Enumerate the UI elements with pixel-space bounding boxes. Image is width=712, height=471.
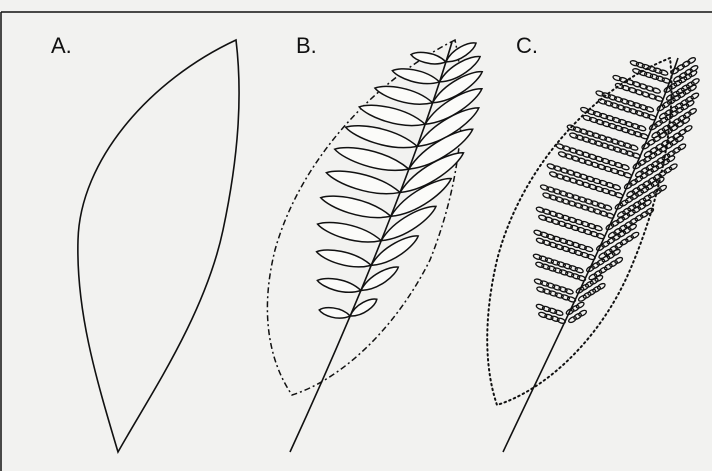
sporangium [536,303,545,310]
leaflet [317,279,361,293]
leaflet [321,196,391,217]
leaflet [346,126,418,148]
sporangium [677,143,686,151]
panel-b-label: B. [296,33,317,58]
leaf-b-leaflets [317,43,483,318]
sporangium [645,207,654,215]
sporangium [542,192,551,199]
sporangium [569,132,578,139]
sporangium [595,90,604,97]
sporangium [558,151,567,158]
panel-c: C. [487,33,700,452]
sporangium [688,70,697,78]
sporangium [688,107,697,115]
sporangium [536,206,545,213]
sporangium [582,114,591,121]
leaflet [392,69,439,84]
leaf-c-sporangia-clusters [533,56,700,324]
leaflet [375,86,433,104]
sporangium [612,74,621,81]
leaflet [317,250,372,267]
sporangium [675,135,684,143]
sporangium [533,253,542,260]
leaflet [335,148,409,171]
sporangium [555,143,564,150]
sporangium [538,311,547,318]
sporangium [536,286,545,293]
leaf-a-outline [78,40,239,452]
panel-a: A. [51,33,239,452]
leaflet [326,171,400,194]
sporangium [538,214,547,221]
sporangium [536,237,545,244]
sporangium [669,163,678,171]
sporangium [687,56,696,64]
sporangium [549,171,558,178]
sporangium [632,68,641,75]
sporangium [683,125,692,133]
sporangium [690,92,699,100]
sporangium [628,223,637,231]
sporangium [533,229,542,236]
sporangium [594,274,603,282]
sporangium [612,248,621,256]
panel-a-label: A. [51,33,72,58]
sporangium [681,117,690,125]
sporangium [535,261,544,268]
leaflet [319,308,350,318]
sporangium [630,231,639,239]
sporangium [580,106,589,113]
sporangium [641,142,650,150]
panel-b: B. [267,33,482,452]
leaflet [359,105,425,125]
leaf-b-outline [267,40,461,395]
sporangium [685,99,694,107]
sporangium [578,309,587,317]
sporangium [670,124,679,132]
sporangium [534,278,543,285]
leaflet [318,222,382,242]
sporangium [540,184,549,191]
panel-c-label: C. [516,33,538,58]
sporangium [598,98,607,105]
sporangium [575,301,584,309]
sporangium [597,282,606,290]
sporangium [691,78,700,86]
sporangium [614,256,623,264]
sporangium [630,60,639,67]
sporangium [547,163,556,170]
